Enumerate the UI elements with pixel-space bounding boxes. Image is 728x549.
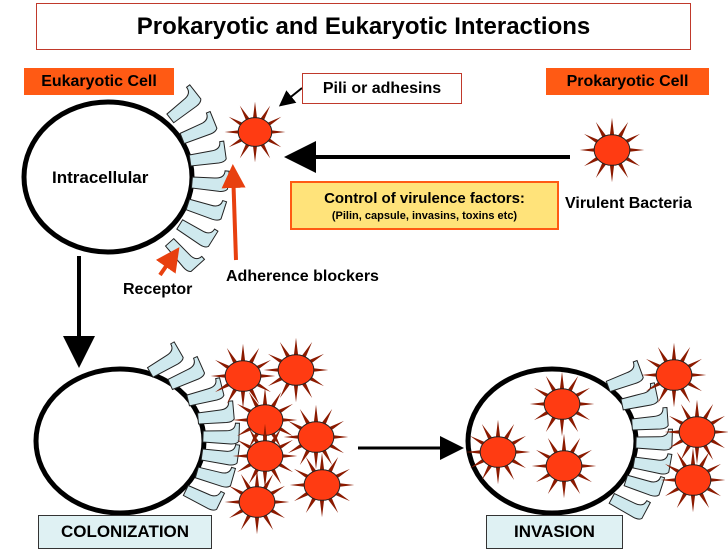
receptor-group [146, 84, 673, 520]
virulence-control-box: Control of virulence factors: (Pilin, ca… [290, 181, 559, 230]
intracellular-label: Intracellular [52, 168, 149, 187]
pili-label: Pili or adhesins [302, 73, 462, 104]
receptor-icon [146, 341, 184, 378]
virulence-control-examples: (Pilin, capsule, invasins, toxins etc) [331, 209, 518, 222]
bacterium-icon [641, 342, 707, 408]
prokaryotic-cell-label: Prokaryotic Cell [546, 68, 709, 95]
bacterium-icon [283, 404, 349, 470]
receptor-icon [176, 219, 219, 248]
receptor-icon [623, 474, 666, 497]
bacterium-icon [210, 343, 276, 409]
eukaryotic-cell-label: Eukaryotic Cell [24, 68, 174, 95]
virulence-control-title: Control of virulence factors: [324, 189, 525, 207]
pili-pointer-arrow [278, 87, 303, 107]
receptor-icon [166, 84, 202, 124]
eukaryotic-cell-colonization [33, 366, 207, 516]
receptor-icon [194, 466, 237, 488]
receptor-icon [620, 382, 659, 411]
bacterium-icon [224, 469, 290, 535]
bacterium-icon [529, 371, 595, 437]
bacteria-group [210, 101, 728, 535]
receptor-icon [179, 110, 218, 145]
page-title: Prokaryotic and Eukaryotic Interactions [36, 3, 691, 50]
receptor-icon [631, 406, 669, 431]
adherence-blockers-label: Adherence blockers [226, 268, 379, 285]
adherence-pointer-arrow [221, 164, 246, 261]
receptor-icon [186, 377, 225, 407]
receptor-icon [185, 198, 228, 221]
receptor-icon [200, 444, 241, 466]
receptor-icon [608, 492, 652, 520]
receptor-icon [167, 355, 206, 391]
bacterium-icon [660, 447, 726, 513]
receptor-pointer-arrow [155, 247, 180, 277]
colonization-label: COLONIZATION [38, 515, 212, 549]
bacterium-icon [531, 433, 597, 499]
virulent-bacteria-label: Virulent Bacteria [565, 195, 692, 212]
receptor-icon [635, 428, 673, 451]
bacterium-icon [664, 399, 728, 465]
bacterium-icon [289, 452, 355, 518]
bacterium-icon [263, 337, 329, 403]
invasion-label: INVASION [486, 515, 623, 549]
bacterium-icon [579, 117, 645, 183]
receptor-icon [605, 359, 644, 393]
receptor-label: Receptor [123, 281, 193, 298]
receptor-icon [182, 484, 226, 511]
bacterium-icon [232, 423, 298, 489]
receptor-icon [197, 400, 235, 425]
receptor-icon [202, 422, 240, 445]
bacterium-icon [224, 101, 286, 163]
receptor-icon [164, 237, 206, 272]
receptor-icon [190, 170, 230, 192]
receptor-icon [188, 140, 227, 167]
receptor-icon [632, 453, 673, 475]
bacterium-icon [465, 419, 531, 485]
